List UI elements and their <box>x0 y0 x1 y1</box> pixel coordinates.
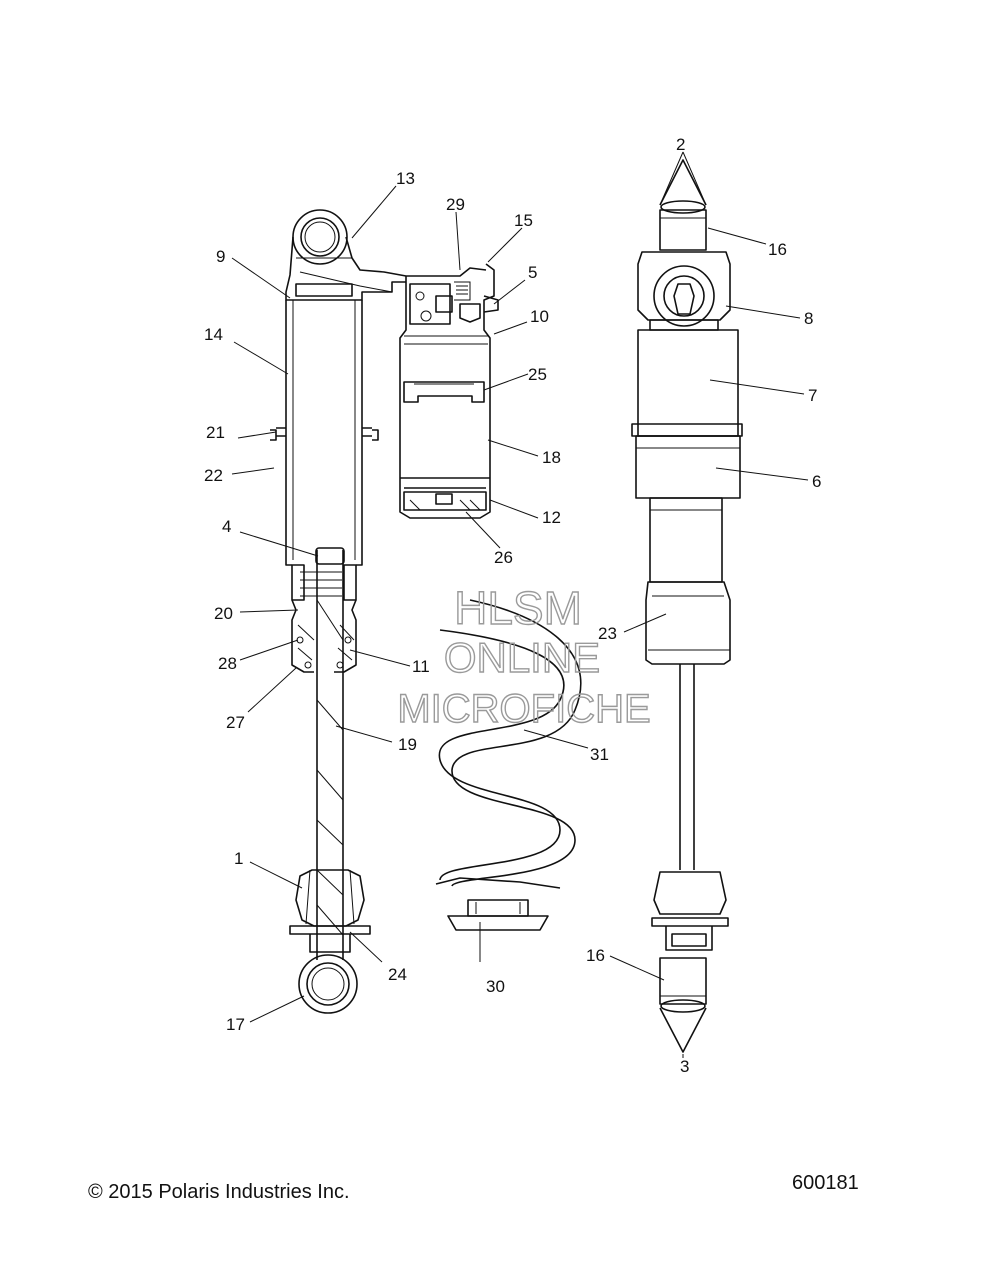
callout-18: 18 <box>542 448 561 467</box>
callout-labels: 1 2 3 4 5 6 7 8 9 10 11 12 13 14 15 16 1… <box>204 135 821 1076</box>
callout-11: 11 <box>412 657 430 676</box>
coil-spring <box>435 599 582 931</box>
watermark: HLSM ONLINE MICROFICHE <box>397 581 652 731</box>
callout-6: 6 <box>812 472 821 491</box>
callout-13: 13 <box>396 169 415 188</box>
watermark-line-1: HLSM <box>454 582 582 634</box>
callout-7: 7 <box>808 386 817 405</box>
callout-31: 31 <box>590 745 609 764</box>
reservoir-cutaway <box>399 263 499 519</box>
callout-23: 23 <box>598 624 617 643</box>
callout-21: 21 <box>206 423 225 442</box>
callout-15: 15 <box>514 211 533 230</box>
callout-22: 22 <box>204 466 223 485</box>
callout-5: 5 <box>528 263 537 282</box>
callout-29: 29 <box>446 195 465 214</box>
callout-1: 1 <box>234 849 243 868</box>
callout-14: 14 <box>204 325 223 344</box>
callout-10: 10 <box>530 307 549 326</box>
callout-16-top: 16 <box>768 240 787 259</box>
callout-12: 12 <box>542 508 561 527</box>
callout-4: 4 <box>222 517 231 536</box>
figure-number: 600181 <box>792 1172 859 1194</box>
callout-20: 20 <box>214 604 233 623</box>
shock-body-cutaway <box>270 209 487 1014</box>
callout-24: 24 <box>388 965 407 984</box>
callout-25: 25 <box>528 365 547 384</box>
callout-8: 8 <box>804 309 813 328</box>
callout-16-bottom: 16 <box>586 946 605 965</box>
callout-27: 27 <box>226 713 245 732</box>
watermark-line-2: ONLINE <box>444 634 600 681</box>
callout-17: 17 <box>226 1015 245 1034</box>
callout-2: 2 <box>676 135 685 154</box>
callout-9: 9 <box>216 247 225 266</box>
callout-30: 30 <box>486 977 505 996</box>
callout-26: 26 <box>494 548 513 567</box>
callout-3: 3 <box>680 1057 689 1076</box>
leader-lines <box>231 151 809 1058</box>
callout-19: 19 <box>398 735 417 754</box>
copyright-notice: © 2015 Polaris Industries Inc. <box>88 1181 350 1203</box>
watermark-line-3: MICROFICHE <box>397 687 650 731</box>
callout-28: 28 <box>218 654 237 673</box>
shock-assembled <box>631 159 743 1053</box>
